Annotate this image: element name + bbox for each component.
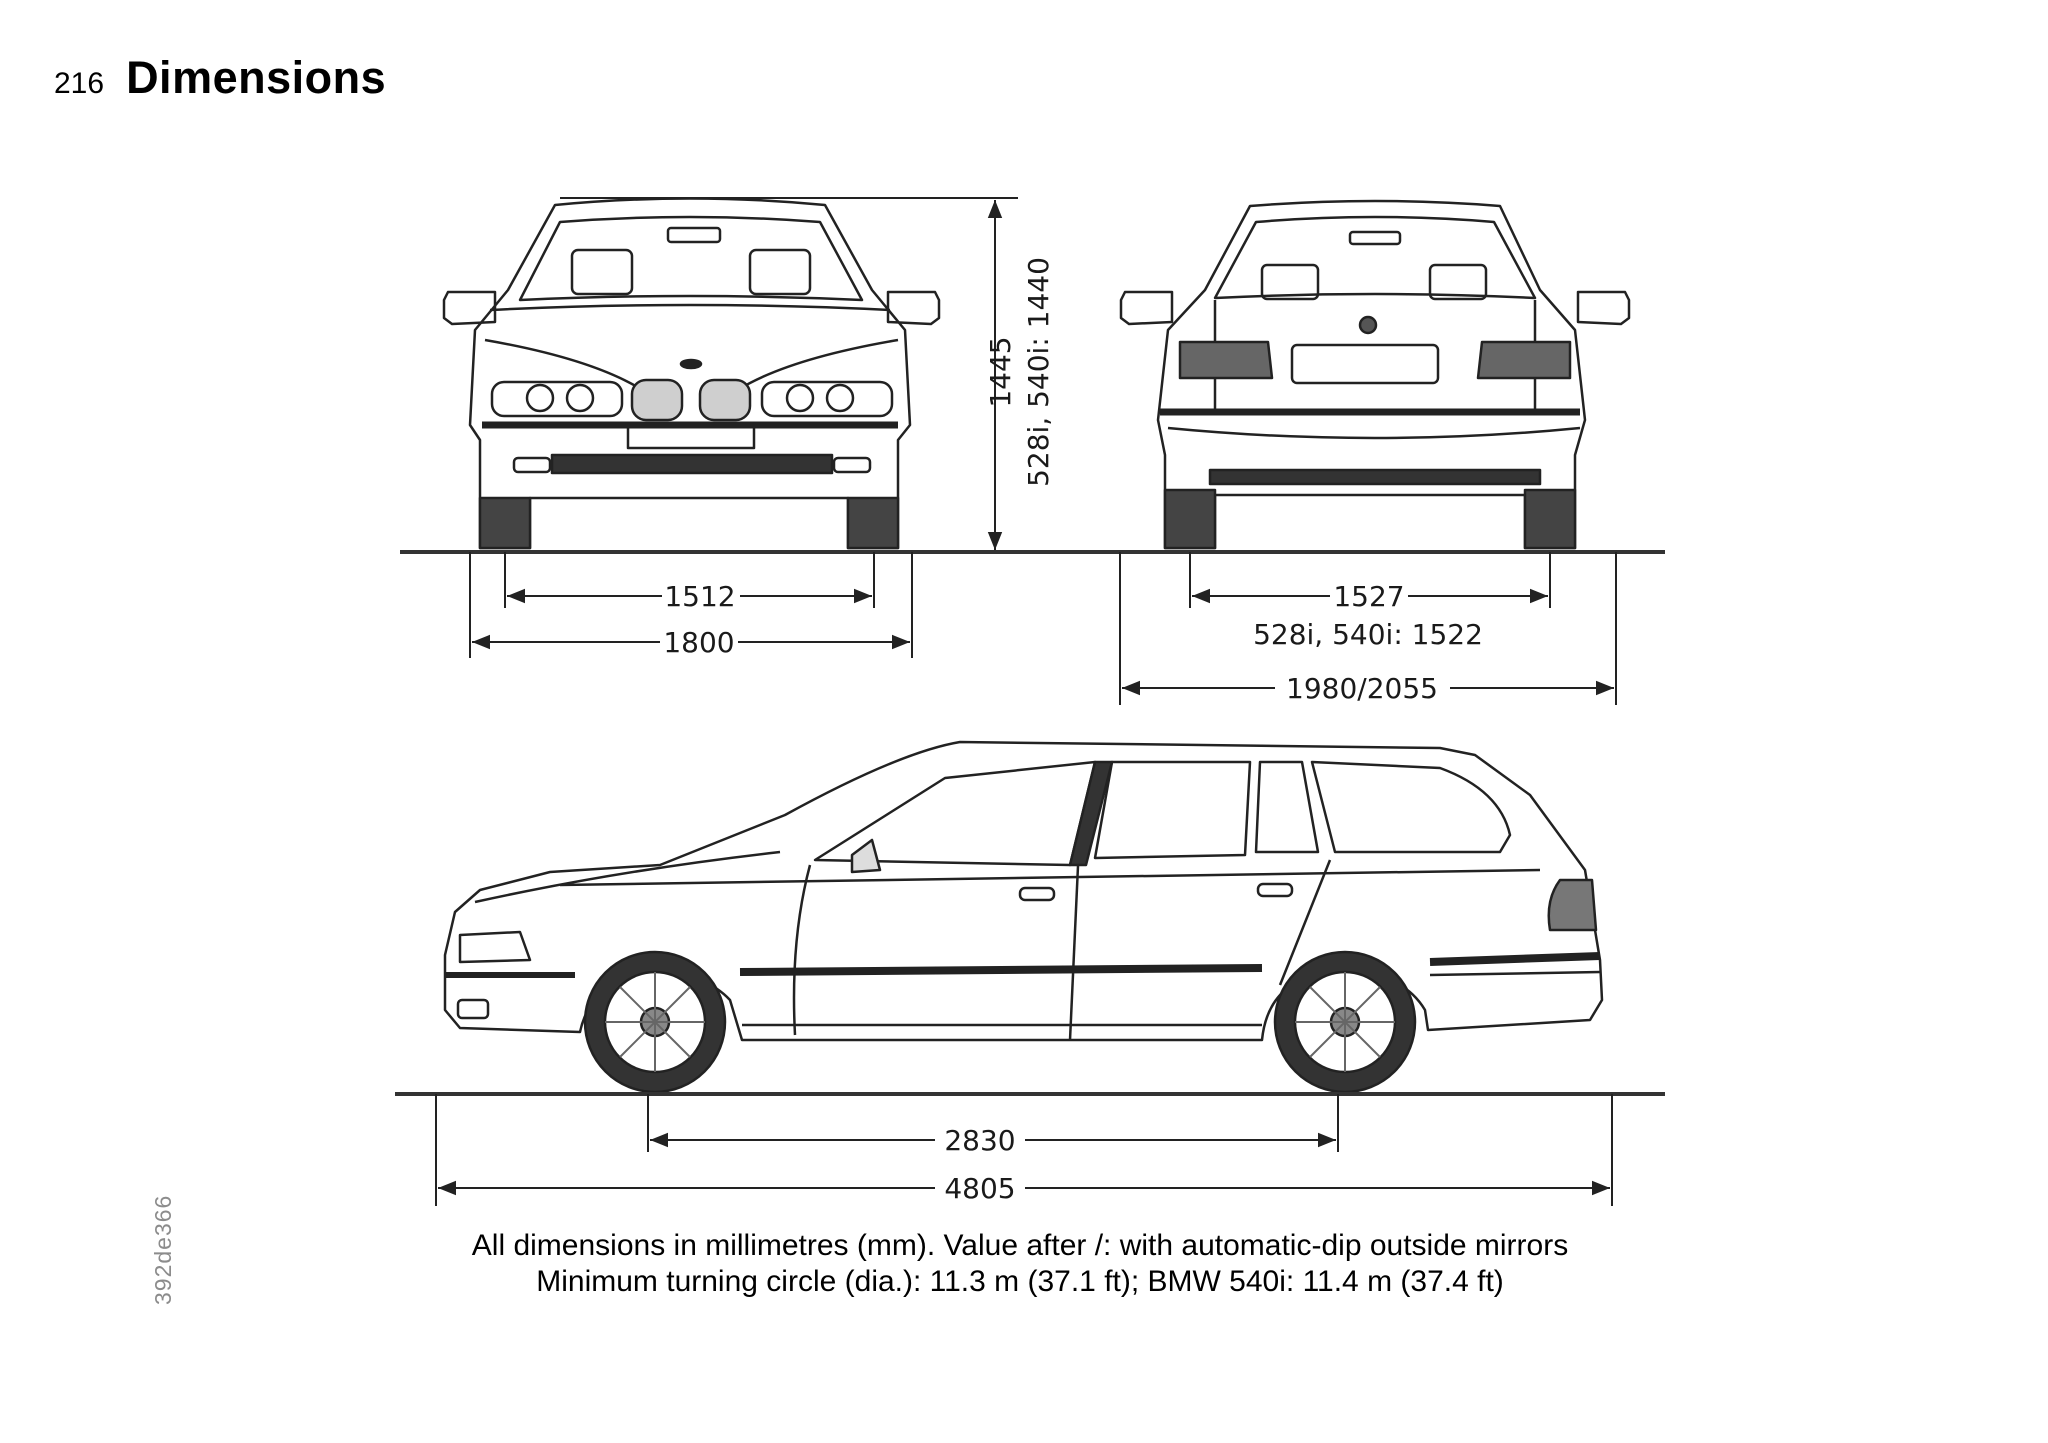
front-width-label: 1800 (663, 626, 734, 659)
rear-track-label: 1527 (1333, 580, 1404, 613)
caption-line-2: Minimum turning circle (dia.): 11.3 m (3… (536, 1265, 1504, 1298)
dimension-lines (435, 197, 1617, 1206)
page-title: Dimensions (126, 52, 387, 103)
front-track-label: 1512 (664, 580, 735, 613)
caption-line-1: All dimensions in millimetres (mm). Valu… (471, 1229, 1569, 1262)
front-wheel (583, 950, 727, 1094)
rear-view-car (1119, 199, 1631, 550)
rear-wheel (1273, 950, 1417, 1094)
front-height-alt-label: 528i, 540i: 1440 (1022, 257, 1055, 487)
caption: All dimensions in millimetres (mm). Valu… (400, 1228, 1640, 1300)
rear-width-mirrors-label: 1980/2055 (1286, 672, 1438, 705)
front-height-label: 1445 (984, 336, 1017, 407)
wheelbase-label: 2830 (944, 1124, 1015, 1157)
page-number: 216 (54, 67, 105, 100)
length-label: 4805 (944, 1172, 1015, 1205)
front-view-car (442, 197, 941, 550)
rear-track-alt-label: 528i, 540i: 1522 (1253, 618, 1483, 651)
image-code: 392de366 (150, 1194, 176, 1305)
side-view-car (443, 740, 1604, 1094)
ground-lines (395, 550, 1665, 1096)
page-header: 216 Dimensions (54, 52, 386, 104)
